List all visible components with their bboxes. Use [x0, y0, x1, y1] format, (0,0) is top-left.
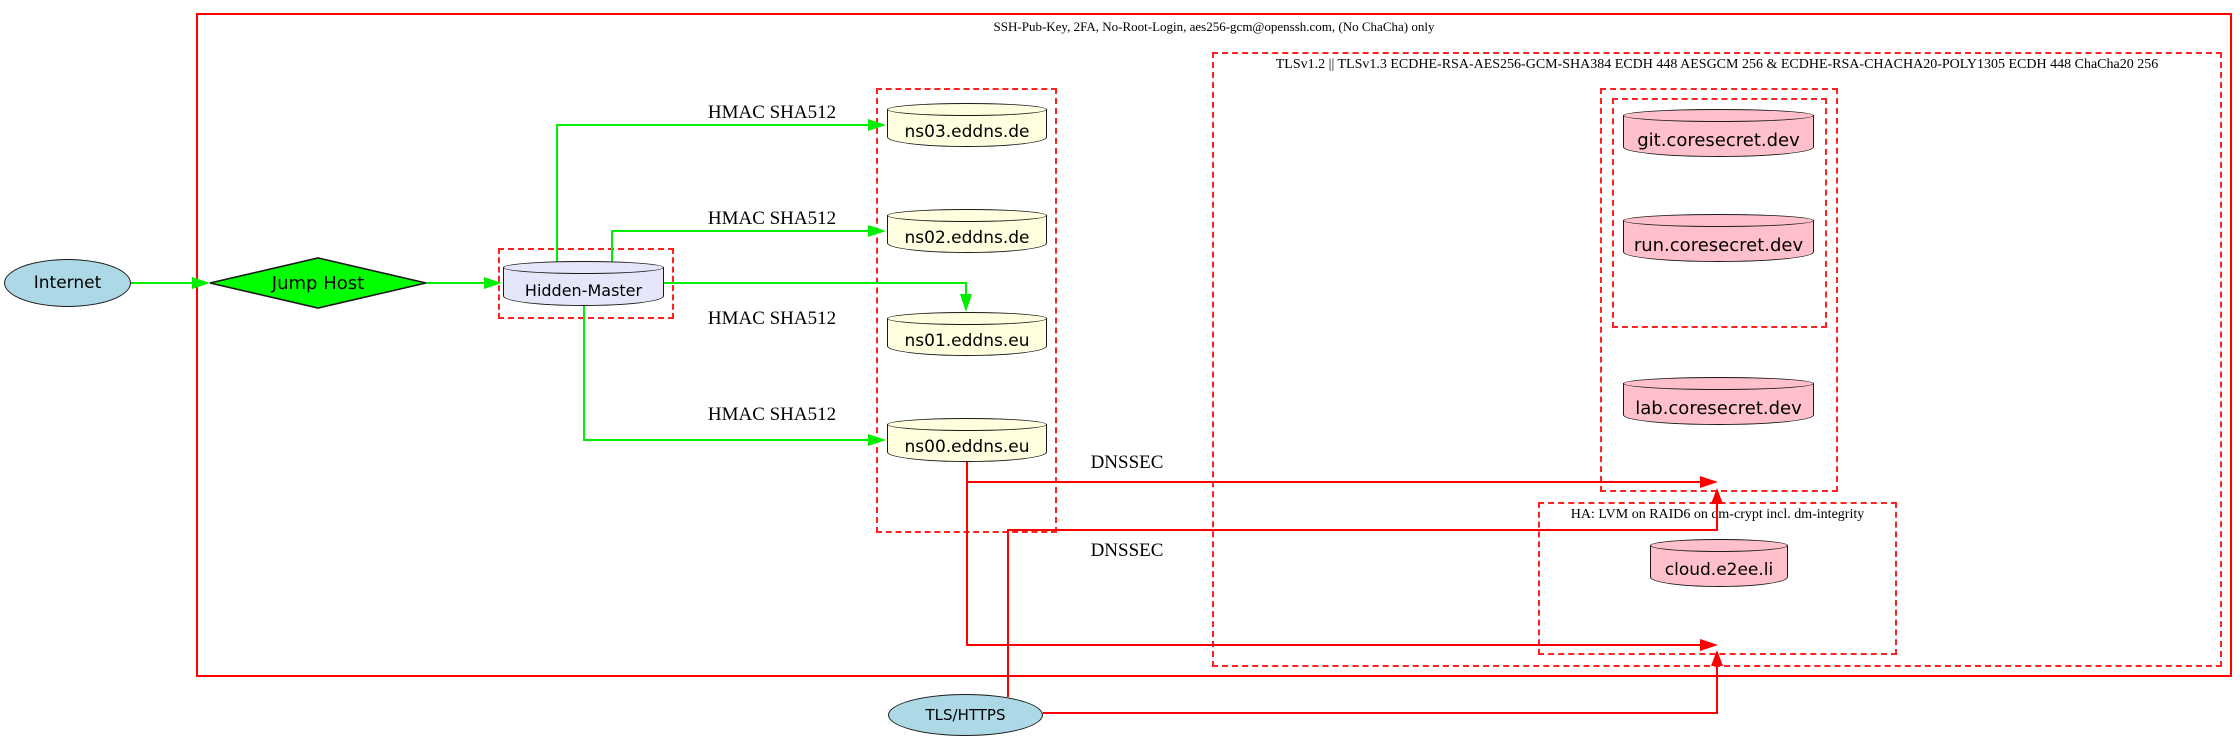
hmac-label-1: HMAC SHA512: [707, 102, 837, 123]
ns03-node: ns03.eddns.de: [887, 103, 1047, 147]
git-coresecret-node-label: git.coresecret.dev: [1637, 129, 1800, 151]
arrowhead-dnssec-ha: [1700, 639, 1718, 651]
hidden-master-node-label: Hidden-Master: [524, 281, 643, 300]
edge-hiddenmaster-ns01: [664, 282, 967, 294]
arrowhead-into-ns00: [868, 434, 886, 446]
jump-host-diamond-shape: [209, 257, 427, 309]
internet-node: Internet: [4, 259, 131, 307]
arrowhead-into-ns03: [868, 119, 886, 131]
tls-cipher-cluster-label: TLSv1.2 || TLSv1.3 ECDHE-RSA-AES256-GCM-…: [1275, 57, 2159, 72]
arrowhead-into-hiddenmaster: [484, 277, 502, 289]
arrowhead-into-ns01: [960, 294, 972, 312]
ns00-node: ns00.eddns.eu: [887, 418, 1047, 462]
hidden-master-node: Hidden-Master: [503, 261, 664, 306]
run-coresecret-node: run.coresecret.dev: [1623, 214, 1814, 262]
ssh-hardening-cluster-label: SSH-Pub-Key, 2FA, No-Root-Login, aes256-…: [993, 19, 1435, 34]
edge-hiddenmaster-ns03: [556, 124, 868, 262]
lab-coresecret-node-label: lab.coresecret.dev: [1635, 397, 1802, 419]
green-arrowheads: [192, 119, 972, 446]
edge-ns00-ha-dnssec: [966, 482, 1700, 646]
internet-node-label: Internet: [33, 273, 102, 293]
cloud-e2ee-node-label: cloud.e2ee.li: [1664, 560, 1774, 580]
arrowhead-dnssec-coresecret: [1700, 476, 1718, 488]
green-edges: [131, 124, 967, 441]
hmac-label-2: HMAC SHA512: [707, 208, 837, 229]
jump-host-node-label: Jump Host: [271, 272, 365, 294]
ns00-node-label: ns00.eddns.eu: [904, 437, 1030, 457]
cylinder-body: [503, 267, 664, 306]
red-arrowheads: [1700, 476, 1723, 666]
arrowhead-into-jumphost: [192, 277, 210, 289]
cloud-e2ee-node: cloud.e2ee.li: [1650, 539, 1788, 587]
ns02-node-label: ns02.eddns.de: [904, 228, 1030, 248]
arrowhead-tls-coresecret: [1711, 488, 1723, 504]
dnssec-label-1: DNSSEC: [1090, 452, 1164, 473]
run-coresecret-node-label: run.coresecret.dev: [1633, 234, 1804, 256]
ns02-node: ns02.eddns.de: [887, 209, 1047, 253]
ns01-node: ns01.eddns.eu: [887, 312, 1047, 356]
hmac-label-4: HMAC SHA512: [707, 404, 837, 425]
ns03-node-label: ns03.eddns.de: [904, 122, 1030, 142]
git-coresecret-node: git.coresecret.dev: [1623, 109, 1814, 157]
jump-host-node: Jump Host: [240, 270, 396, 296]
dnssec-label-2: DNSSEC: [1090, 540, 1164, 561]
tls-https-node: TLS/HTTPS: [888, 694, 1043, 736]
cylinder-cap: [503, 261, 664, 274]
edge-hiddenmaster-ns00: [583, 305, 868, 441]
coresecret-outer-cluster: [1600, 88, 1838, 492]
red-edges: [966, 462, 1718, 714]
edge-hiddenmaster-ns02: [611, 230, 868, 262]
ns01-node-label: ns01.eddns.eu: [904, 331, 1030, 351]
hmac-label-3: HMAC SHA512: [707, 308, 837, 329]
edge-tlshttps-coresecret: [1007, 503, 1718, 697]
ssh-hardening-cluster: SSH-Pub-Key, 2FA, No-Root-Login, aes256-…: [196, 13, 2232, 677]
tls-https-node-label: TLS/HTTPS: [925, 706, 1006, 724]
edge-tlshttps-ha: [1043, 666, 1718, 714]
coresecret-inner-cluster: [1612, 98, 1827, 328]
lab-coresecret-node: lab.coresecret.dev: [1623, 377, 1814, 425]
arrowhead-into-ns02: [868, 225, 886, 237]
arrowhead-tls-ha: [1711, 650, 1723, 666]
